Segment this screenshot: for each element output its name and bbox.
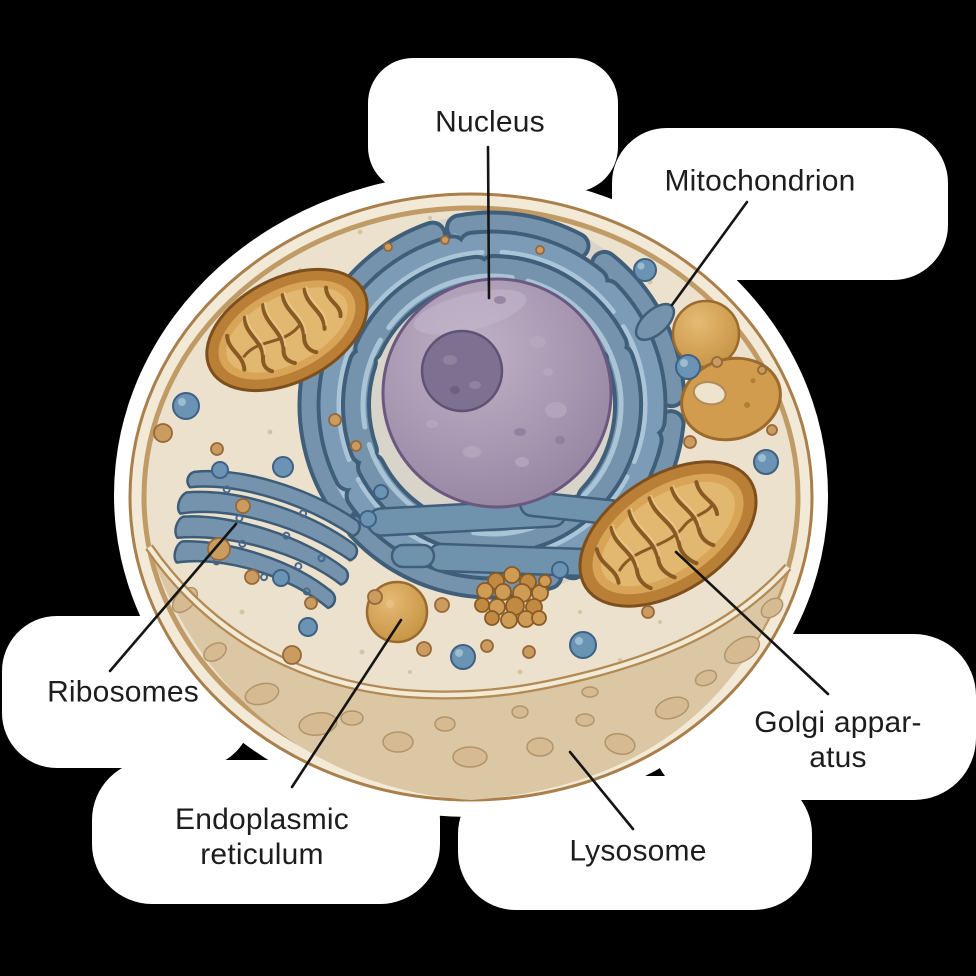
label-nucleus-text: Nucleus [435, 105, 545, 139]
cell-cut-surface [145, 544, 792, 800]
mitochondrion-top-left [205, 267, 369, 393]
vesicle-cluster [474, 566, 552, 629]
label-ribosomes-text: Ribosomes [47, 675, 199, 709]
leader-line-endoplasmic-reticulum [290, 618, 403, 789]
small-vesicle-dots [153, 235, 778, 665]
label-endoplasmic-reticulum: Endoplasmic reticulum [175, 802, 349, 872]
label-er-line2: reticulum [200, 838, 324, 871]
label-ribosomes: Ribosomes [47, 674, 199, 709]
lysosome-vesicles [365, 299, 782, 644]
er-bottom-bars [366, 490, 660, 579]
nucleolus [420, 329, 504, 413]
inner-membrane-line [145, 544, 792, 700]
label-mitochondrion: Mitochondrion [664, 163, 855, 198]
label-lysosome-text: Lysosome [569, 834, 707, 868]
label-golgi-apparatus: Golgi appar- atus [754, 705, 922, 775]
leader-lines [108, 145, 830, 831]
ribosome-dots [172, 258, 779, 670]
label-golgi-line1: Golgi appar- [754, 705, 922, 739]
label-golgi-line2: atus [809, 741, 867, 774]
label-mitochondrion-text: Mitochondrion [664, 164, 856, 198]
leader-line-lysosome [568, 750, 635, 831]
mitochondrion-right [578, 460, 758, 608]
label-nucleus: Nucleus [435, 104, 545, 139]
leader-line-nucleus [486, 145, 491, 300]
leader-line-mitochondrion [670, 200, 749, 307]
cut-surface-spots [171, 586, 784, 768]
leader-line-ribosomes [108, 522, 238, 673]
label-lysosome: Lysosome [569, 833, 706, 868]
leader-line-golgi-apparatus [674, 550, 830, 696]
nucleus [381, 277, 613, 509]
label-er-line1: Endoplasmic [175, 802, 349, 836]
